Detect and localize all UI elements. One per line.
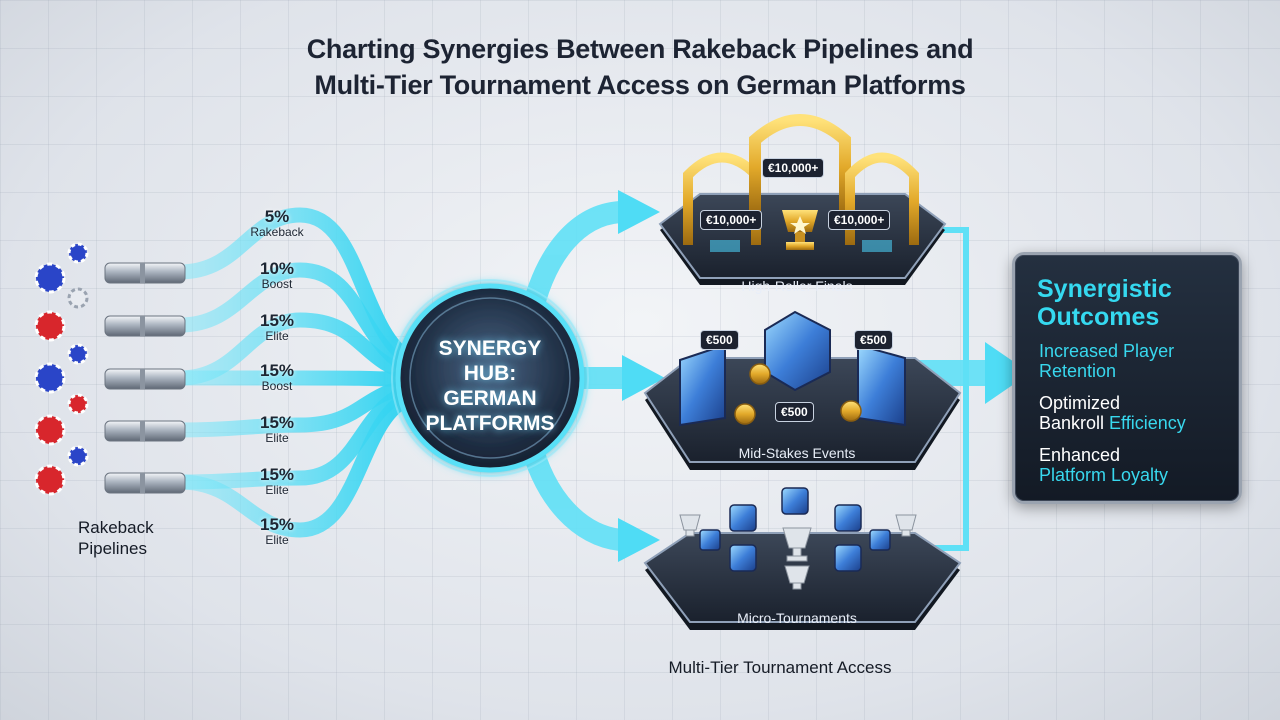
silver-trophy-icons (679, 514, 917, 590)
chip-red-1 (34, 310, 66, 342)
prize-tag-mid-left: €500 (700, 330, 739, 350)
outcomes-panel: Synergistic Outcomes Increased Player Re… (1012, 252, 1242, 504)
rate-label-1: 5%Rakeback (250, 207, 304, 239)
crystal-panels (679, 310, 906, 427)
rate-label-4: 15%Boost (259, 361, 295, 393)
flow-ribbons (172, 207, 418, 538)
rate-label-2: 10%Boost (259, 259, 295, 291)
chip-blue-2 (67, 242, 89, 264)
trophy-icon (782, 210, 818, 250)
rate-label-5: 15%Elite (259, 413, 295, 445)
tier-label-mid-stakes: Mid-Stakes Events (738, 445, 856, 461)
outcome-item-efficiency: Optimized Bankroll Efficiency (1039, 393, 1186, 433)
outcome-item-retention: Increased Player Retention (1039, 341, 1175, 381)
coin-icons (734, 363, 862, 425)
prize-tag-high-top: €10,000+ (762, 158, 825, 178)
chip-red-3 (34, 414, 66, 446)
prize-tag-mid-right: €500 (854, 330, 893, 350)
rate-label-6: 15%Elite (259, 465, 295, 497)
chip-blue-1 (34, 262, 66, 294)
chip-blue-4 (34, 362, 66, 394)
platform-high-roller (658, 114, 947, 285)
pipelines-caption: Rakeback Pipelines (78, 518, 154, 558)
tier-label-high-roller: High-Roller Finals (741, 278, 853, 294)
outcome-item-loyalty: Enhanced Platform Loyalty (1039, 445, 1169, 485)
tiers-caption: Multi-Tier Tournament Access (668, 658, 892, 677)
hub-label: SYNERGY HUB: GERMAN PLATFORMS (425, 337, 555, 435)
chip-blue-5 (67, 445, 89, 467)
chip-white-1 (67, 287, 89, 309)
chip-red-4 (34, 464, 66, 496)
tier-arrow-heads (618, 190, 665, 562)
tier-label-micro: Micro-Tournaments (737, 610, 857, 626)
rate-label-3: 15%Elite (259, 311, 295, 343)
prize-tag-high-left: €10,000+ (700, 210, 763, 230)
outcomes-title: Synergistic Outcomes (1037, 275, 1172, 331)
micro-crystals (699, 487, 891, 572)
poker-chips (34, 242, 89, 496)
synergy-hub (391, 279, 589, 477)
rakeback-pipes (104, 262, 186, 494)
chip-blue-3 (67, 343, 89, 365)
page-title-line1: Charting Synergies Between Rakeback Pipe… (306, 34, 974, 64)
prize-tag-high-right: €10,000+ (828, 210, 891, 230)
chip-red-2 (67, 393, 89, 415)
rate-label-7: 15%Elite (259, 515, 295, 547)
platform-micro (643, 487, 962, 630)
prize-tag-mid-center: €500 (775, 402, 814, 422)
page-title-line2: Multi-Tier Tournament Access on German P… (314, 70, 966, 100)
